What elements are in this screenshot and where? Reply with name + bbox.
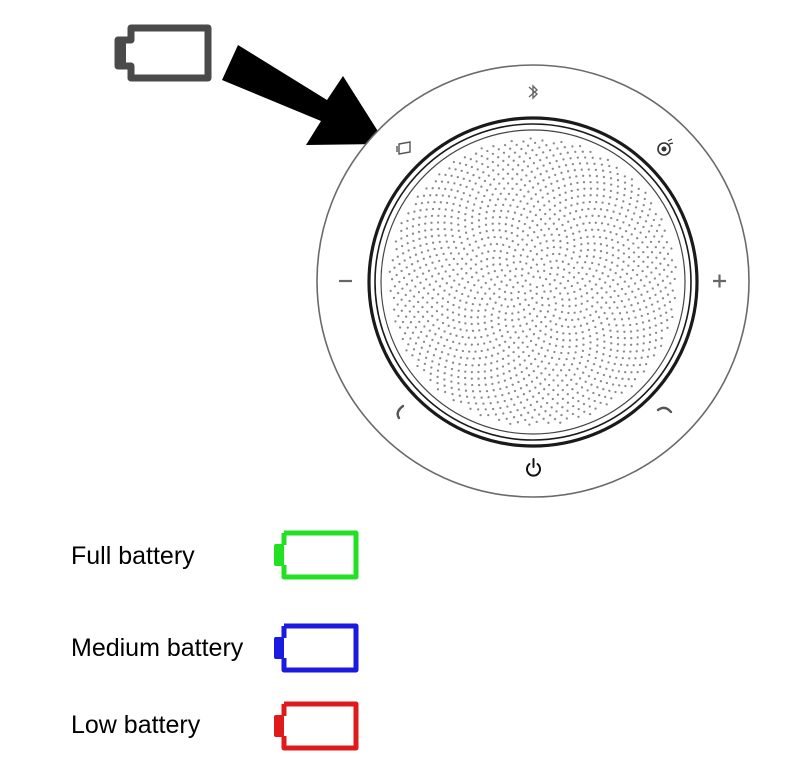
pointer-arrow	[222, 45, 386, 145]
speakerphone	[316, 64, 750, 498]
end-call-icon	[656, 406, 673, 414]
legend-label-low: Low battery	[71, 711, 201, 739]
power-icon	[526, 458, 541, 477]
smart-button-icon	[657, 138, 674, 156]
bluetooth-icon	[528, 84, 539, 100]
battery-medium-icon	[274, 623, 359, 673]
battery-full-icon	[274, 530, 359, 580]
legend-label-medium: Medium battery	[71, 634, 244, 662]
answer-call-icon	[396, 404, 405, 420]
volume-up-icon	[713, 274, 726, 288]
battery-low-icon	[274, 701, 359, 751]
legend-label-full: Full battery	[71, 542, 195, 570]
battery-indicator-icon	[396, 141, 411, 155]
speaker-grille	[380, 129, 686, 435]
speaker-grille-dots	[388, 137, 677, 426]
battery-indicator-large-icon	[114, 24, 212, 82]
